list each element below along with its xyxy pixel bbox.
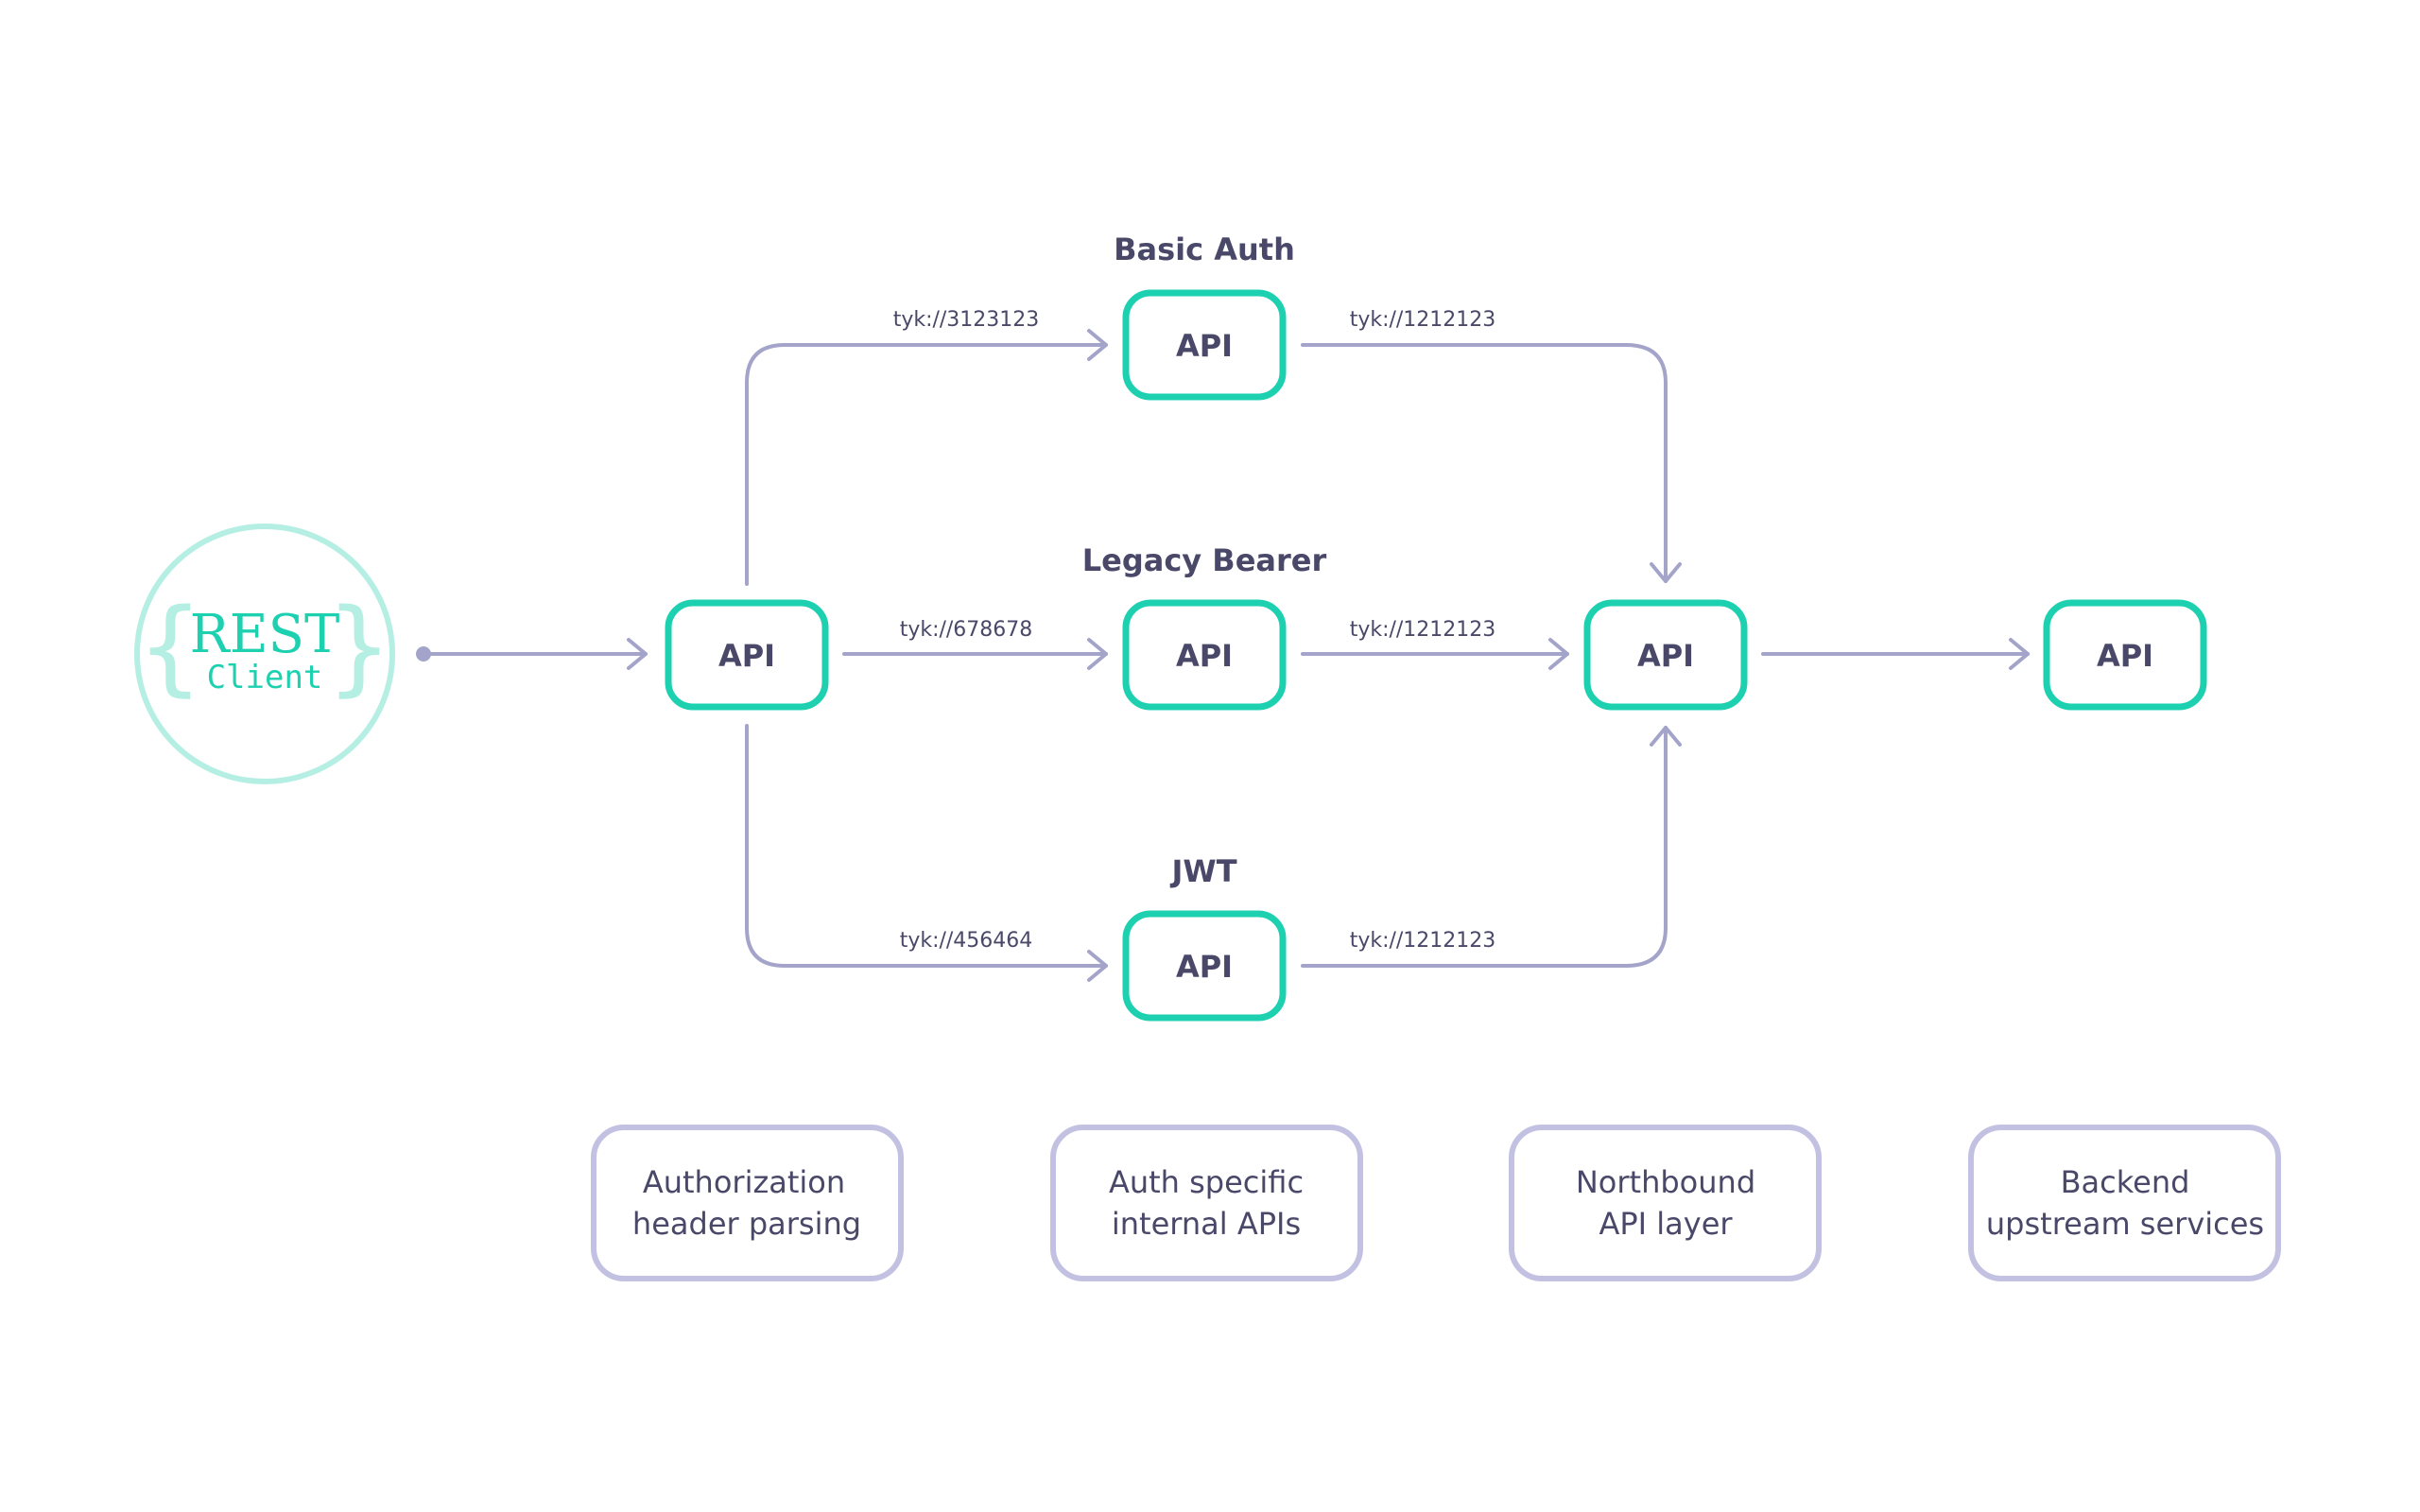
legend-0-line2: header parsing <box>632 1206 861 1242</box>
node-legacy-bearer-api[interactable]: API <box>1122 599 1287 711</box>
legend-3-line1: Backend <box>2061 1164 2190 1200</box>
legend-1-line2: internal APIs <box>1112 1206 1301 1242</box>
node-entry-box <box>665 599 829 711</box>
node-jwt-label: API <box>1176 949 1233 985</box>
node-basic-box <box>1122 289 1287 401</box>
edge-label-basic-out: tyk://1212123 <box>1350 308 1496 332</box>
legend-box-1 <box>1050 1125 1363 1281</box>
legend-auth-specific-internal-apis: Auth specific internal APIs <box>1050 1125 1363 1281</box>
legend-northbound-api-layer: Northbound API layer <box>1509 1125 1822 1281</box>
node-basic-auth-api[interactable]: API <box>1122 289 1287 401</box>
group-title-legacy-bearer: Legacy Bearer <box>1082 542 1327 578</box>
edges <box>416 329 2030 982</box>
legend-1-line1: Auth specific <box>1109 1164 1304 1200</box>
group-titles: Basic Auth Legacy Bearer JWT <box>1082 232 1327 889</box>
group-title-jwt: JWT <box>1169 853 1236 889</box>
node-entry-api[interactable]: API <box>665 599 829 711</box>
legend-authorization-header-parsing: Authorization header parsing <box>591 1125 904 1281</box>
node-northbound-box <box>1583 599 1748 711</box>
arrowhead-basic-to-northbound <box>1650 562 1682 583</box>
arrowhead-northbound-to-backend <box>2009 638 2030 670</box>
node-legacy-box <box>1122 599 1287 711</box>
arrowhead-entry-to-legacy <box>1087 638 1108 670</box>
legend: Authorization header parsing Auth specif… <box>591 1125 2281 1281</box>
rest-client-subtitle: Client <box>207 659 323 696</box>
arrowhead-entry-to-jwt <box>1087 950 1108 982</box>
rest-client-title: REST <box>190 604 340 665</box>
rest-client-circle <box>134 524 395 784</box>
legend-box-0 <box>591 1125 904 1281</box>
edge-label-to-legacy: tyk://678678 <box>900 618 1033 642</box>
edge-entry-to-jwt <box>745 724 1108 968</box>
node-jwt-box <box>1122 910 1287 1022</box>
node-basic-label: API <box>1176 328 1233 364</box>
edge-entry-to-basic <box>745 343 1108 586</box>
legend-2-line1: Northbound <box>1576 1164 1755 1200</box>
edge-label-to-basic: tyk://3123123 <box>893 308 1040 332</box>
legend-3-line2: upstream services <box>1986 1206 2264 1242</box>
node-backend-api[interactable]: API <box>2043 599 2207 711</box>
legend-backend-upstream-services: Backend upstream services <box>1968 1125 2281 1281</box>
rest-client: { } REST Client <box>134 524 395 784</box>
node-entry-label: API <box>718 638 775 674</box>
node-backend-box <box>2043 599 2207 711</box>
edge-label-legacy-out: tyk://1212123 <box>1350 618 1496 642</box>
node-backend-label: API <box>2097 638 2153 674</box>
node-legacy-label: API <box>1176 638 1233 674</box>
rest-client-brace-right: } <box>328 586 390 707</box>
node-northbound-api[interactable]: API <box>1583 599 1748 711</box>
group-title-basic-auth: Basic Auth <box>1114 232 1295 267</box>
edge-labels: tyk://3123123 tyk://678678 tyk://456464 … <box>893 308 1496 953</box>
edge-label-jwt-out: tyk://1212123 <box>1350 929 1496 953</box>
api-nodes: API API API API API API <box>665 289 2207 1022</box>
legend-box-2 <box>1509 1125 1822 1281</box>
arrowhead-client-to-entry <box>627 638 648 670</box>
legend-0-line1: Authorization <box>643 1164 845 1200</box>
legend-2-line2: API layer <box>1599 1206 1733 1242</box>
edge-jwt-to-northbound <box>1301 726 1668 968</box>
arrowhead-entry-to-basic <box>1087 329 1108 361</box>
edge-basic-to-northbound <box>1301 343 1668 583</box>
rest-client-brace-left: { <box>139 586 201 707</box>
edge-label-to-jwt: tyk://456464 <box>900 929 1033 953</box>
arrowhead-jwt-to-northbound <box>1650 726 1682 747</box>
legend-box-3 <box>1968 1125 2281 1281</box>
arrowhead-legacy-to-northbound <box>1548 638 1569 670</box>
node-northbound-label: API <box>1637 638 1694 674</box>
node-jwt-api[interactable]: API <box>1122 910 1287 1022</box>
